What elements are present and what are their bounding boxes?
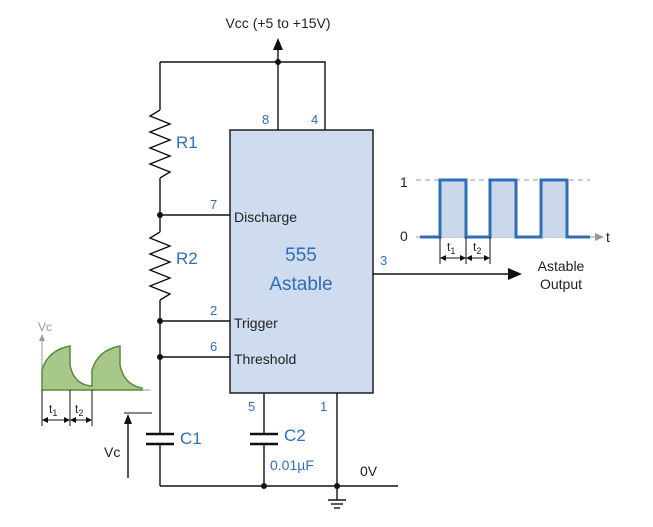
output-label-line2: Output — [540, 276, 582, 292]
vcc-label: Vcc (+5 to +15V) — [225, 15, 330, 31]
r2-resistor — [148, 231, 172, 301]
pin-trigger-label: Trigger — [234, 315, 278, 331]
pulse-fill — [440, 180, 466, 237]
pin-discharge-label: Discharge — [234, 209, 297, 225]
dimension-arrow-icon — [86, 417, 92, 423]
c1-label: C1 — [180, 429, 202, 448]
ground-label: 0V — [360, 463, 378, 479]
cap-charge-curve — [41, 345, 143, 391]
cap-wave-ylabel: Vc — [38, 320, 52, 334]
t2-label: t2 — [473, 240, 481, 256]
square-wave-line — [420, 178, 590, 239]
pin-1-number: 1 — [320, 399, 327, 414]
chip-mode: Astable — [269, 274, 332, 295]
output-label-line1: Astable — [538, 258, 585, 274]
r1-label: R1 — [176, 133, 198, 152]
pulse-fill — [490, 180, 516, 237]
dimension-arrow-icon — [484, 255, 490, 261]
dimension-arrow-icon — [70, 417, 76, 423]
dimension-arrow-icon — [466, 255, 472, 261]
pin-7-number: 7 — [210, 197, 217, 212]
time-axis-arrow-icon — [595, 233, 604, 241]
junction-dot — [275, 59, 281, 65]
vcc-arrow-icon — [273, 38, 283, 50]
pin-threshold-label: Threshold — [234, 351, 296, 367]
level-high-label: 1 — [400, 174, 408, 190]
level-low-label: 0 — [400, 228, 408, 244]
pin-8-number: 8 — [262, 112, 269, 127]
time-axis-label: t — [606, 229, 610, 245]
chip-name: 555 — [285, 245, 317, 266]
vc-arrow-label: Vc — [104, 444, 120, 460]
capacitor-wave-plot: Vc t1 t2 Vc — [38, 320, 152, 478]
dimension-arrow-icon — [64, 417, 70, 423]
cap-wave-axis-arrow-icon — [39, 334, 45, 341]
chip-555 — [229, 129, 374, 394]
dimension-arrow-icon — [440, 255, 446, 261]
pin-2-number: 2 — [210, 303, 217, 318]
cap-t2-label: t2 — [75, 402, 83, 418]
t1-label: t1 — [447, 240, 455, 256]
pin-6-number: 6 — [210, 339, 217, 354]
cap-t1-label: t1 — [49, 402, 57, 418]
pin-5-number: 5 — [248, 399, 255, 414]
c2-label: C2 — [284, 426, 306, 445]
pin-3-number: 3 — [380, 253, 387, 268]
output-arrow-icon — [508, 268, 522, 280]
pulse-fill — [541, 180, 567, 237]
top-rail-wire — [160, 61, 326, 130]
c2-value: 0.01µF — [270, 457, 314, 473]
pin-4-number: 4 — [311, 112, 318, 127]
dimension-arrow-icon — [42, 417, 48, 423]
ground-icon — [328, 499, 346, 509]
vc-arrow-icon — [124, 414, 132, 424]
r1-resistor — [148, 109, 172, 179]
dimension-arrow-icon — [460, 255, 466, 261]
junction-dot — [261, 483, 267, 489]
r2-label: R2 — [176, 249, 198, 268]
square-wave-plot: 1 0 t t1 t2 — [400, 174, 610, 264]
